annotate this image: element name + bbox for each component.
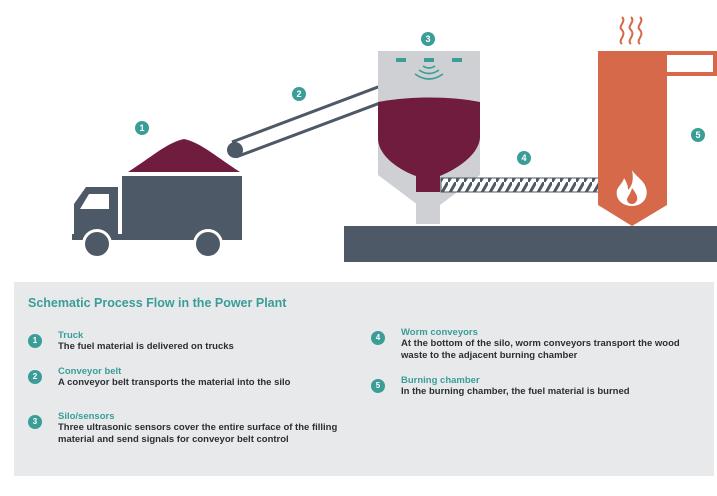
process-diagram: 1 2 3 4 5 (72, 16, 717, 262)
badge-circle (292, 87, 306, 101)
badge-number: 5 (695, 130, 700, 140)
badge-circle (135, 121, 149, 135)
badge-4: 4 (517, 151, 531, 165)
conveyor-belt (227, 79, 403, 159)
legend-heading: Silo/sensors (58, 411, 115, 422)
legend-heading: Burning chamber (401, 375, 480, 386)
legend-description: Three ultrasonic sensors cover the entir… (58, 422, 338, 445)
sensor-left (396, 58, 406, 62)
legend-description: The fuel material is delivered on trucks (58, 341, 234, 352)
sensor-waves-icon (414, 65, 444, 80)
legend-badge: 5 (371, 379, 385, 393)
legend-badge: 2 (28, 370, 42, 384)
legend-badge: 1 (28, 334, 42, 348)
silo (378, 51, 480, 224)
conveyor-drum-low (227, 142, 243, 158)
silo-outlet (416, 194, 440, 224)
silo-fill-material (378, 97, 480, 192)
legend-badge: 4 (371, 331, 385, 345)
ground-slab (344, 226, 717, 262)
legend-heading: Worm conveyors (401, 327, 478, 338)
worm-conveyor (440, 177, 602, 193)
badge-2: 2 (292, 87, 306, 101)
badge-3: 3 (421, 32, 435, 46)
badge-5: 5 (691, 128, 705, 142)
truck-icon (72, 139, 242, 259)
legend-description: In the burning chamber, the fuel materia… (401, 386, 630, 397)
heat-waves-icon (619, 16, 643, 45)
badge-circle (691, 128, 705, 142)
chimney-pipe (667, 51, 717, 76)
worm-conveyor-screw (440, 177, 602, 193)
truck-window (80, 194, 109, 209)
badge-circle (517, 151, 531, 165)
badge-number: 4 (521, 153, 526, 163)
badge-number: 3 (425, 34, 430, 44)
legend-badge: 3 (28, 415, 42, 429)
flame-core (627, 188, 638, 204)
legend-heading: Conveyor belt (58, 366, 122, 377)
badge-number: 2 (296, 89, 301, 99)
flame-icon (616, 170, 647, 206)
badge-circle (421, 32, 435, 46)
truck-cargo-box (122, 176, 242, 234)
sensor-right (452, 58, 462, 62)
legend-title: Schematic Process Flow in the Power Plan… (28, 296, 287, 310)
badge-1: 1 (135, 121, 149, 135)
truck-load (128, 139, 240, 172)
legend-heading: Truck (58, 330, 84, 341)
legend-panel: Schematic Process Flow in the Power Plan… (14, 282, 714, 476)
burning-chamber (598, 16, 717, 226)
truck-chassis (72, 234, 242, 240)
legend-description: At the bottom of the silo, worm conveyor… (401, 338, 680, 361)
chamber-body (598, 51, 667, 226)
sensor-middle (424, 58, 434, 62)
legend-description: A conveyor belt transports the material … (58, 377, 291, 388)
truck-front-wheel-tire (85, 232, 109, 256)
truck-rear-wheel-tire (196, 232, 220, 256)
badge-number: 1 (139, 123, 144, 133)
